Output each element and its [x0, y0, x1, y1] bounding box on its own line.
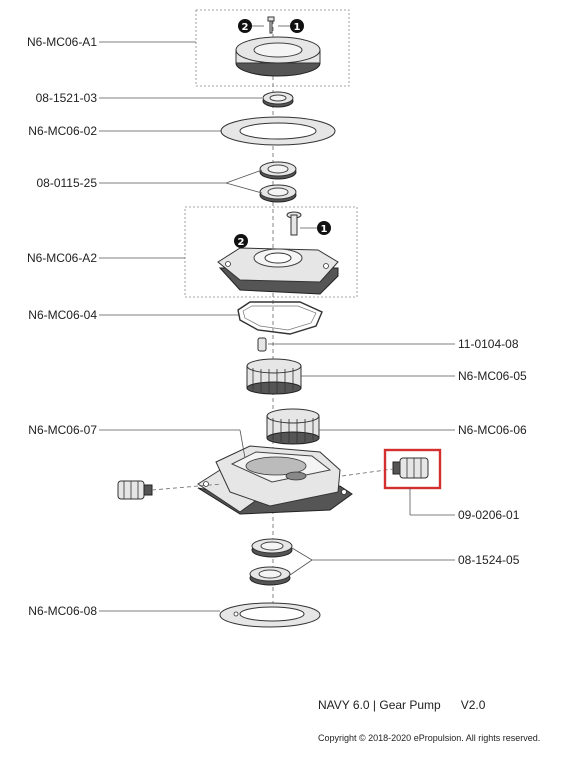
seal-08-1521-03: [262, 91, 294, 108]
label-n6-mc06-05: N6-MC06-05: [458, 369, 527, 383]
label-08-1524-05: 08-1524-05: [458, 553, 520, 567]
washer-n6-mc06-08: [219, 602, 321, 628]
highlight-box: [383, 448, 442, 490]
label-n6-mc06-a1: N6-MC06-A1: [27, 35, 97, 49]
callout-2-text: 2: [242, 22, 249, 33]
footer-copyright: Copyright © 2018-2020 ePropulsion. All r…: [318, 733, 541, 743]
seal-08-0115-25-lower: [259, 184, 297, 203]
callout-1-a2: 1: [317, 221, 331, 235]
label-n6-mc06-08: N6-MC06-08: [28, 604, 97, 618]
label-n6-mc06-02: N6-MC06-02: [28, 124, 97, 138]
callout-1-text: 1: [321, 224, 328, 235]
label-n6-mc06-06: N6-MC06-06: [458, 423, 527, 437]
fitting-left: [117, 480, 153, 500]
label-n6-mc06-04: N6-MC06-04: [28, 308, 97, 322]
label-11-0104-08: 11-0104-08: [458, 337, 519, 351]
callout-1-text: 1: [294, 22, 301, 33]
a1-housing: [235, 36, 321, 77]
seal-08-0115-25-upper: [259, 161, 297, 180]
gear-n6-mc06-05: [246, 358, 302, 395]
callout-2-a1: 2: [238, 19, 252, 33]
footer-title: NAVY 6.0 | Gear Pump V2.0: [318, 698, 486, 712]
fitting-09-0206-01: [392, 457, 429, 479]
bearing-08-1524-05-upper: [251, 538, 293, 558]
label-n6-mc06-07: N6-MC06-07: [28, 423, 97, 437]
gear-n6-mc06-06: [266, 408, 320, 445]
label-09-0206-01: 09-0206-01: [458, 508, 520, 522]
a2-cover: [217, 247, 339, 295]
label-n6-mc06-a2: N6-MC06-A2: [27, 251, 97, 265]
callout-1-a1: 1: [290, 19, 304, 33]
label-08-1521-03: 08-1521-03: [36, 91, 98, 105]
callout-2-a2: 2: [234, 234, 248, 248]
pump-body-n6-mc06-07: [197, 445, 353, 515]
a1-screw: [267, 16, 275, 34]
a2-group-box: [184, 206, 358, 298]
label-08-0115-25: 08-0115-25: [37, 176, 98, 190]
washer-n6-mc06-02: [220, 116, 336, 146]
a1-group-box: [195, 9, 350, 87]
gasket-n6-mc06-04: [237, 301, 323, 335]
a2-screw: [286, 211, 302, 236]
callout-2-text: 2: [238, 237, 245, 248]
bearing-08-1524-05-lower: [249, 566, 291, 586]
key-11-0104-08: [257, 337, 267, 352]
